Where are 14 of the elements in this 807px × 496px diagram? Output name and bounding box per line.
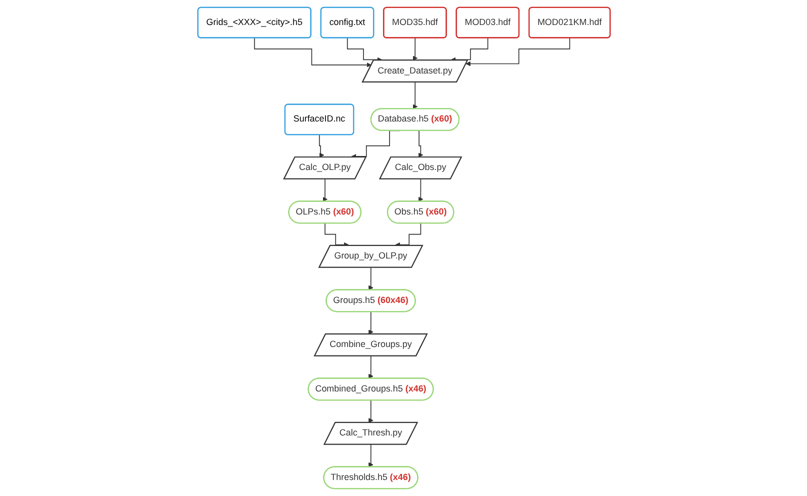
arrow [412, 38, 418, 61]
arrow [322, 178, 328, 202]
arrow [368, 356, 373, 379]
arrow [368, 400, 373, 423]
arrow [412, 82, 418, 110]
arrow [368, 267, 373, 290]
arrow [368, 311, 373, 334]
arrow [416, 130, 423, 158]
arrow [346, 38, 382, 62]
arrow [418, 178, 423, 202]
arrow [465, 38, 570, 66]
arrow [318, 134, 324, 158]
arrow [254, 38, 371, 68]
arrow [368, 444, 373, 468]
